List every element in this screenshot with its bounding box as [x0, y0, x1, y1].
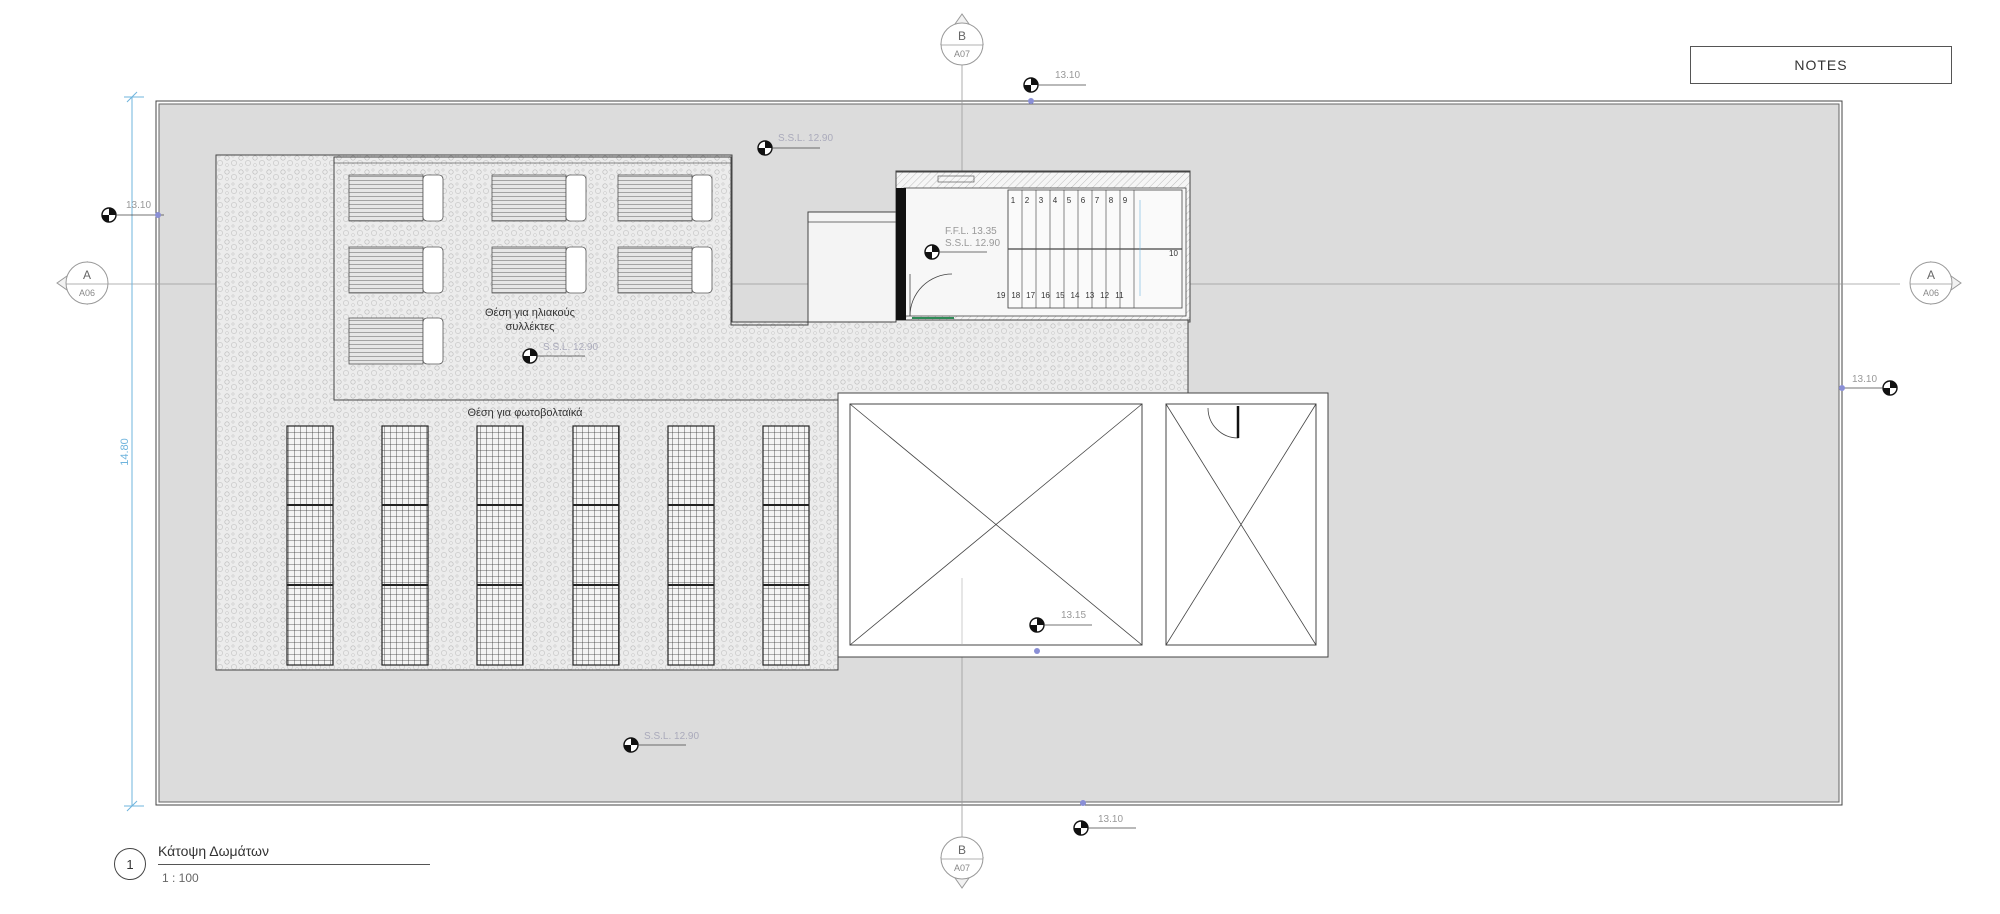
section-letter: A: [1927, 268, 1935, 282]
elev-top: 13.10: [1023, 70, 1086, 93]
stair-number: 14: [1071, 291, 1080, 300]
solar-collector: [348, 317, 444, 365]
stair-core: [895, 171, 1191, 321]
solar-collector: [617, 174, 713, 222]
collectors-label-line1: Θέση για ηλιακούς: [485, 307, 575, 319]
elevation-label: F.F.L. 13.35: [945, 226, 997, 237]
section-a-left: A A06: [56, 261, 109, 305]
stair-number: 3: [1039, 196, 1044, 205]
stair-number: 8: [1109, 196, 1114, 205]
elev-sll-bottom: S.S.L. 12.90: [623, 731, 699, 753]
stair-number-side: 10: [1169, 249, 1178, 258]
elev-left: 13.10: [101, 200, 164, 223]
stair-number: 2: [1025, 196, 1030, 205]
solar-collector: [348, 246, 444, 294]
elev-sll-top: S.S.L. 12.90: [757, 133, 833, 156]
section-a-right: A A06: [1909, 261, 1962, 305]
notes-label: NOTES: [1794, 57, 1848, 73]
drawing-number: 1: [114, 848, 146, 880]
elevation-label: 13.10: [1852, 374, 1877, 385]
pv-panel-column: [476, 425, 524, 666]
stair-number: 1: [1011, 196, 1016, 205]
pv-panel-column: [286, 425, 334, 666]
stair-number: 17: [1026, 291, 1035, 300]
notes-box: NOTES: [1690, 46, 1952, 84]
section-sheet: A07: [954, 49, 970, 59]
drawing-scale: 1 : 100: [162, 871, 199, 885]
zone-labels: Θέση για ηλιακούς συλλέκτες Θέση για φωτ…: [467, 307, 583, 419]
stair-number: 16: [1041, 291, 1050, 300]
stair-number: 12: [1100, 291, 1109, 300]
pv-panel-column: [572, 425, 620, 666]
elev-sll-collectors: S.S.L. 12.90: [522, 342, 598, 364]
elev-bottom: 13.10: [1073, 814, 1136, 836]
section-letter: B: [958, 843, 966, 857]
stair-number: 5: [1067, 196, 1072, 205]
elevation-label: 13.15: [1061, 610, 1086, 621]
elevation-label: S.S.L. 12.90: [778, 133, 833, 144]
elevation-label: 13.10: [1055, 70, 1080, 81]
stair-number: 9: [1123, 196, 1128, 205]
elevation-label: S.S.L. 12.90: [543, 342, 598, 353]
solar-collector: [617, 246, 713, 294]
stair-number: 18: [1011, 291, 1020, 300]
stair-number: 6: [1081, 196, 1086, 205]
roof-volumes: [837, 392, 1329, 658]
title-underline: [158, 864, 430, 865]
section-letter: A: [83, 268, 91, 282]
drawing-title: Κάτοψη Δωμάτων: [158, 843, 269, 859]
pv-panel-column: [667, 425, 715, 666]
stair-number: 11: [1115, 291, 1124, 300]
elev-roof-mid: 13.15: [1029, 610, 1092, 633]
stair-number: 13: [1085, 291, 1094, 300]
elevation-label: S.S.L. 12.90: [644, 731, 699, 742]
drawing-title-block: 1 Κάτοψη Δωμάτων 1 : 100: [114, 843, 454, 893]
elevation-label: S.S.L. 12.90: [945, 238, 1000, 249]
grid-dots: [155, 98, 1845, 806]
section-b-bottom: B A07: [940, 836, 984, 889]
photovoltaic-panels: [286, 425, 810, 666]
solar-collector: [491, 174, 587, 222]
solar-collectors: [348, 174, 713, 365]
elev-sll-stair: S.S.L. 12.90: [945, 238, 1000, 249]
section-sheet: A07: [954, 863, 970, 873]
elev-right: 13.10: [1843, 374, 1898, 396]
stair-number: 15: [1056, 291, 1065, 300]
collectors-label-line2: συλλέκτες: [506, 321, 555, 333]
elev-ffl-stair: F.F.L. 13.35: [924, 226, 997, 260]
section-sheet: A06: [1923, 288, 1939, 298]
stair-number: 19: [997, 291, 1006, 300]
solar-collector: [348, 174, 444, 222]
section-letter: B: [958, 29, 966, 43]
stair-number: 7: [1095, 196, 1100, 205]
pv-panel-column: [381, 425, 429, 666]
elevation-label: 13.10: [126, 200, 151, 211]
section-b-top: B A07: [940, 13, 984, 66]
stair-number: 4: [1053, 196, 1058, 205]
solar-collector: [491, 246, 587, 294]
photovoltaics-label: Θέση για φωτοβολταϊκά: [467, 407, 583, 419]
pv-panel-column: [762, 425, 810, 666]
dimension-height-label: 14.80: [119, 438, 131, 466]
stair-landing-volume: [807, 211, 897, 323]
elevation-label: 13.10: [1098, 814, 1123, 825]
section-sheet: A06: [79, 288, 95, 298]
